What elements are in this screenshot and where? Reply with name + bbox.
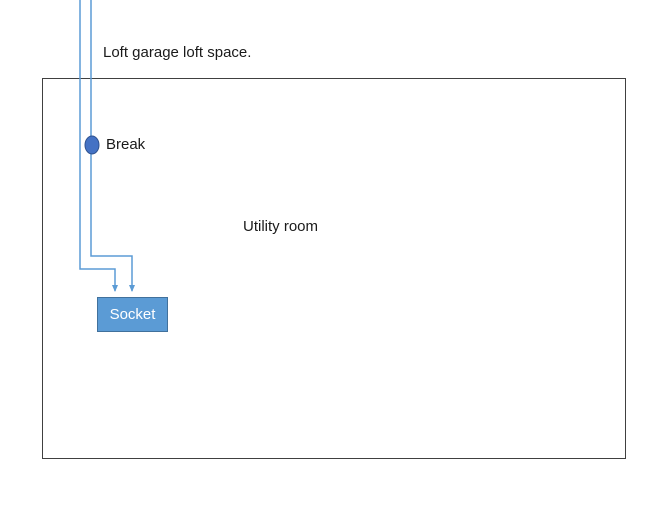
- loft-space-label: Loft garage loft space.: [103, 44, 252, 61]
- utility-room-outline: [42, 78, 626, 459]
- socket-label: Socket: [109, 306, 156, 323]
- wire-left: [79, 0, 118, 292]
- socket-box: [97, 297, 168, 332]
- break-label: Break: [106, 136, 146, 153]
- utility-room-label: Utility room: [243, 218, 319, 235]
- break-point-ellipse: [84, 135, 100, 155]
- wire-right: [90, 0, 135, 292]
